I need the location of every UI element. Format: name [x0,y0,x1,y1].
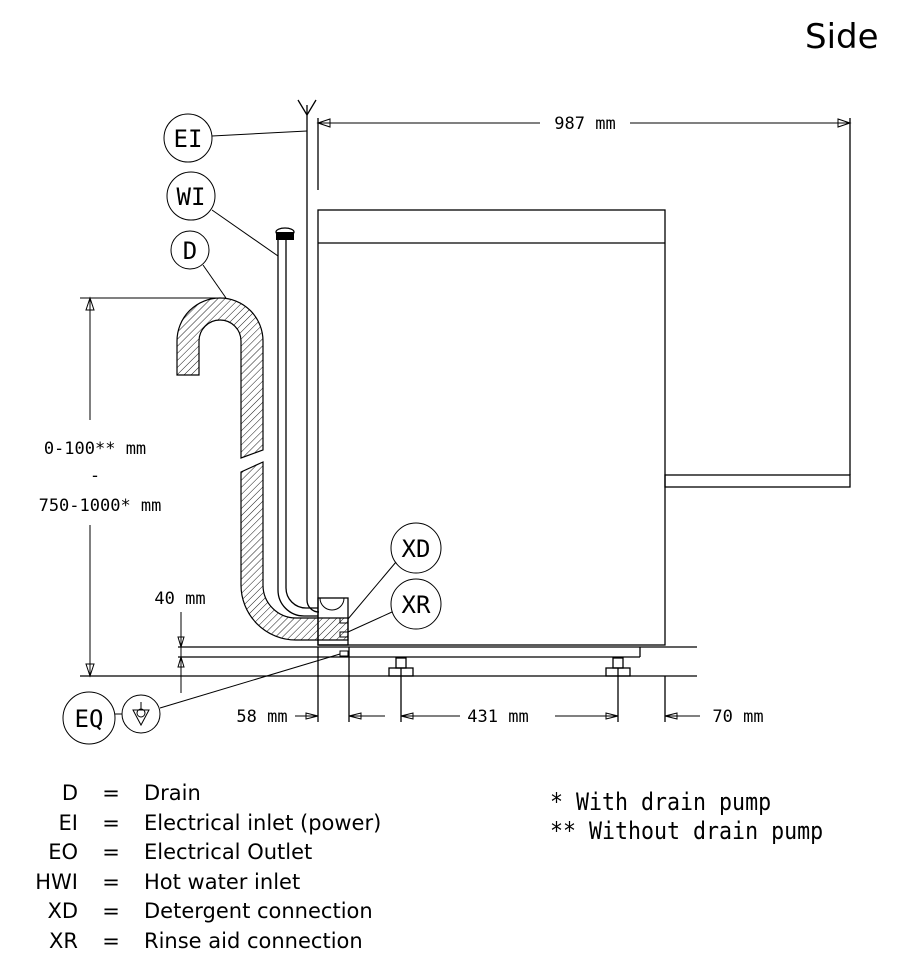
note-without-pump: ** Without drain pump [550,817,824,845]
bubble-d: D [170,230,227,299]
bubble-eq: EQ [62,653,341,745]
legend-row: D=Drain [61,781,201,805]
svg-text:40 mm: 40 mm [154,589,205,609]
dim-base-height: 40 mm [154,589,206,693]
legend-row: XR=Rinse aid connection [49,928,363,953]
svg-text:WI: WI [177,183,206,211]
bubble-ei: EI [163,113,308,163]
svg-text:XD: XD [402,535,431,563]
dim-height: 0-100** mm - 750-1000* mm [39,296,226,678]
note-with-pump: * With drain pump [550,788,772,816]
drain-hose [176,297,349,641]
svg-text:58 mm: 58 mm [236,707,287,727]
dim-width-total: 987 mm [316,114,852,190]
view-title: Side [805,17,879,57]
svg-text:EQ: EQ [75,705,104,733]
svg-text:70 mm: 70 mm [712,707,763,727]
legend-row: EI=Electrical inlet (power) [58,810,382,835]
electrical-inlet-cable [297,99,345,613]
svg-text:431 mm: 431 mm [467,707,528,727]
legend: D=Drain EI=Electrical inlet (power) EO=E… [0,781,381,958]
svg-text:EI: EI [174,125,203,153]
water-inlet-pipe [275,227,318,617]
legend-row: HWI=Hot water inlet [35,869,301,894]
legend-row: XD=Detergent connection [47,899,373,923]
legend-row: EO=Electrical Outlet [48,840,313,864]
bubble-wi: WI [166,171,279,257]
footnotes: * With drain pump ** Without drain pump [550,788,823,846]
svg-text:XR: XR [402,591,431,619]
svg-text:987 mm: 987 mm [554,114,615,134]
svg-text:0-100** mm: 0-100** mm [44,439,146,459]
svg-text:750-1000* mm: 750-1000* mm [39,496,162,516]
svg-text:-: - [90,466,100,486]
bubble-xd: XD [347,522,442,620]
svg-text:D: D [183,237,197,265]
dim-bottom: 58 mm 431 mm 70 mm [236,647,764,727]
bubble-xr: XR [347,578,442,633]
